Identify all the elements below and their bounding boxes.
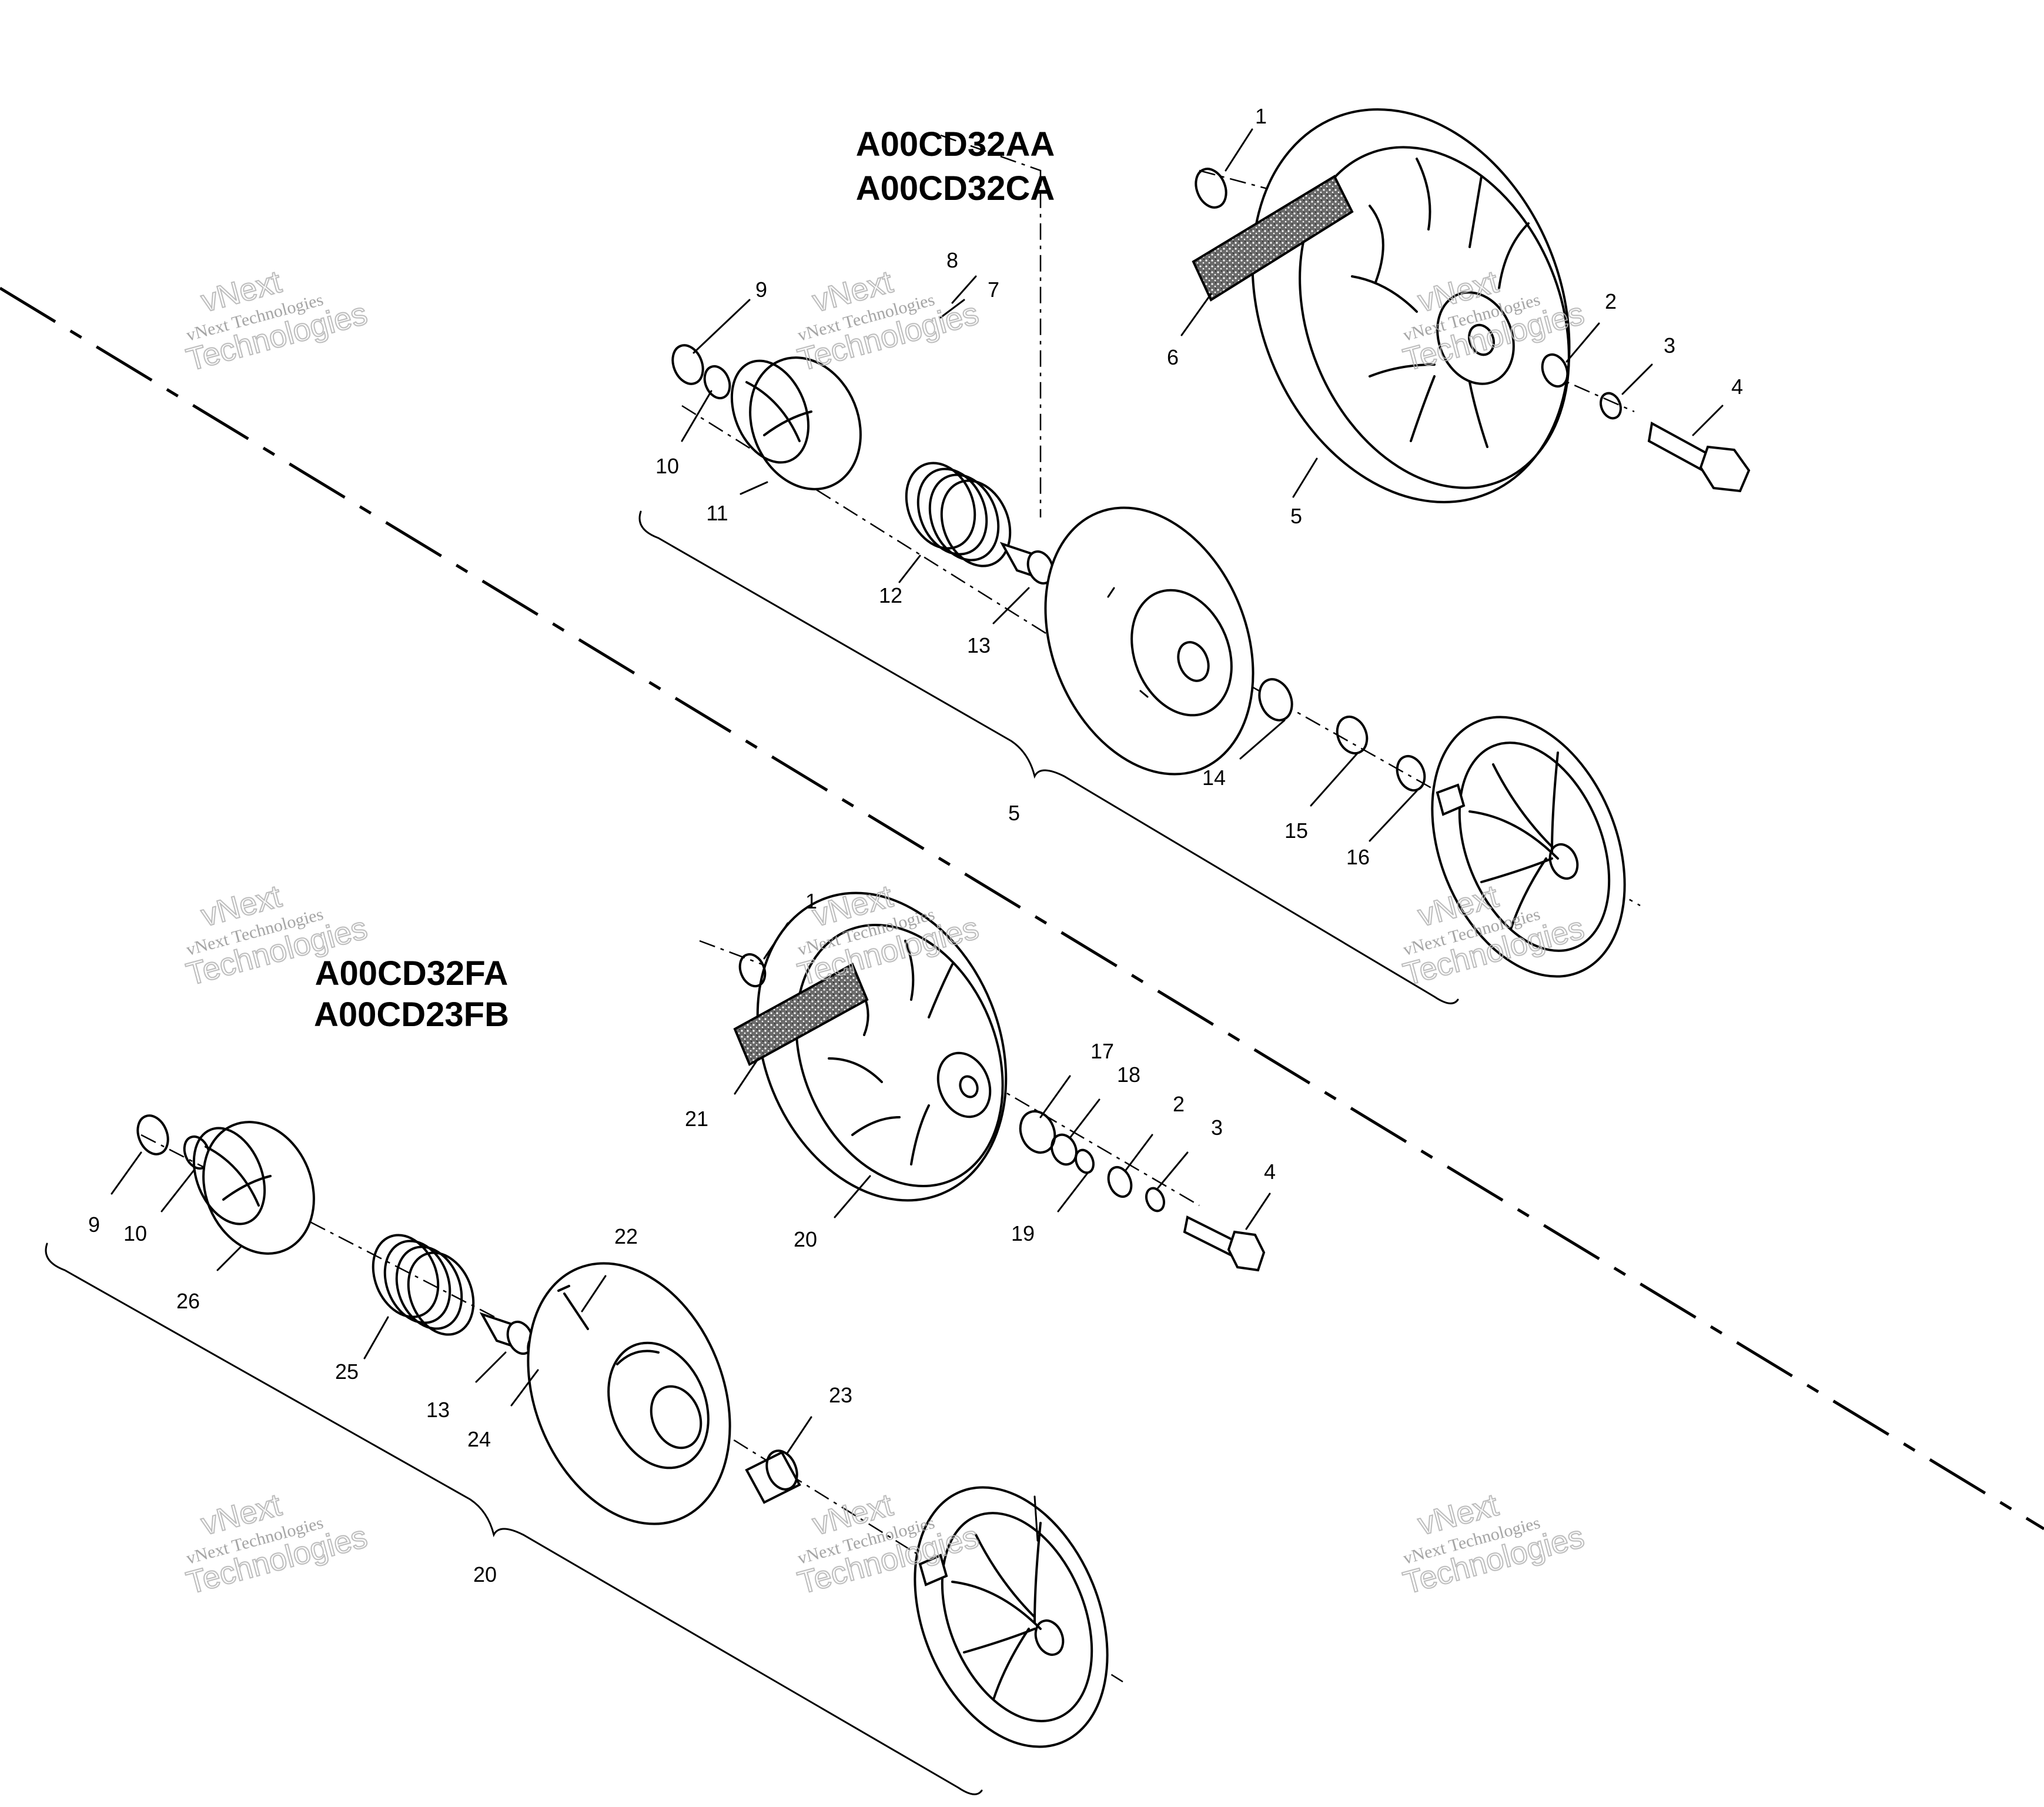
callout: 24 [467, 1427, 491, 1451]
callout: 19 [1011, 1221, 1035, 1245]
callout: 10 [655, 454, 679, 478]
drive-pulley-upper [1192, 108, 1571, 503]
drive-belt-upper [1192, 175, 1354, 302]
callout: 15 [1284, 819, 1308, 843]
callout: 23 [829, 1383, 852, 1407]
callouts-lower: 1 2 3 4 9 10 13 17 18 19 20 21 22 23 24 … [88, 889, 1276, 1586]
drive-pulley-lower [733, 891, 1008, 1202]
callout: 6 [1167, 345, 1179, 369]
callout: 18 [1117, 1063, 1140, 1087]
circlip-9-lower [136, 1114, 169, 1155]
callout: 5 [1290, 504, 1302, 528]
screw-22-lower [557, 1285, 589, 1330]
callout: 14 [1202, 766, 1226, 790]
model-title-lower-1: A00CD32FA [315, 954, 509, 993]
lockwasher-3-lower [1145, 1187, 1165, 1213]
washer-1-upper [1195, 168, 1227, 209]
bushing-14-upper [1258, 678, 1293, 722]
callout: 4 [1264, 1160, 1276, 1184]
callout: 9 [755, 278, 767, 302]
callout: 11 [706, 501, 728, 525]
callout: 13 [967, 633, 991, 657]
callout: 22 [614, 1224, 638, 1248]
upper-assembly [638, 108, 1751, 1004]
leader-lines [111, 128, 1724, 1542]
fixed-sheave-upper [1431, 716, 1626, 978]
callout: 20 [473, 1562, 497, 1586]
watermark: vNext vNext Technologies Technologies [1399, 1487, 1588, 1602]
washer-2-lower [1107, 1165, 1133, 1198]
callout: 3 [1211, 1115, 1223, 1140]
cam-26-lower [192, 1121, 315, 1255]
cam-11-upper [730, 356, 862, 490]
callout: 5 [1008, 801, 1020, 825]
callout: 21 [685, 1107, 708, 1131]
spring-12-upper [905, 462, 1012, 567]
separator-axis [0, 286, 2044, 1531]
bracket-upper [638, 510, 1459, 1004]
sliding-sheave-lower [527, 1262, 731, 1525]
watermark: vNext vNext Technologies Technologies [182, 263, 372, 379]
model-title-upper-2: A00CD32CA [856, 169, 1055, 208]
washer-18-lower [1051, 1133, 1078, 1166]
callout: 17 [1090, 1039, 1114, 1063]
callout: 9 [88, 1213, 100, 1237]
callout: 8 [946, 248, 958, 272]
callout: 1 [805, 889, 817, 913]
washer-19-lower [1075, 1148, 1095, 1174]
upper-centerline-2 [940, 134, 1042, 517]
washer-10-upper [703, 365, 731, 400]
washer-15-upper [1336, 715, 1369, 755]
callout: 3 [1664, 333, 1675, 358]
bushing-23-lower [745, 1449, 801, 1504]
callout: 1 [1255, 104, 1267, 128]
model-title-upper-1: A00CD32AA [856, 125, 1055, 163]
callouts-upper: 1 2 3 4 5 6 7 8 9 10 11 12 13 14 15 16 5 [655, 104, 1743, 869]
watermark: vNext vNext Technologies Technologies [182, 1487, 372, 1602]
circlip-9-upper [671, 344, 704, 385]
callout: 13 [426, 1398, 450, 1422]
callout: 2 [1605, 289, 1617, 313]
washer-16-upper [1396, 754, 1426, 792]
callout: 10 [123, 1221, 147, 1245]
bolt-4-upper [1647, 421, 1751, 493]
model-title-lower-2: A00CD23FB [314, 996, 509, 1034]
bolt-4-lower [1183, 1215, 1266, 1272]
callout: 12 [879, 583, 902, 607]
callout: 16 [1346, 845, 1370, 869]
drive-belt-lower [733, 963, 869, 1066]
lower-assembly [45, 891, 1266, 1795]
callout: 26 [176, 1289, 200, 1313]
washer-1-lower [738, 953, 767, 988]
callout: 4 [1731, 375, 1743, 399]
washer-2-upper [1541, 353, 1569, 388]
spring-25-lower [372, 1234, 475, 1336]
callout: 2 [1173, 1092, 1185, 1116]
bracket-lower [45, 1242, 983, 1795]
lower-centerline [140, 1134, 1123, 1683]
callout: 25 [335, 1360, 359, 1384]
watermarks: vNext vNext Technologies Technologies vN… [182, 263, 1588, 1602]
callout: 7 [988, 278, 999, 302]
callout: 20 [794, 1227, 817, 1251]
lower-centerline-2 [699, 940, 1200, 1207]
washer-17-lower [1019, 1110, 1056, 1154]
fixed-sheave-lower [914, 1486, 1109, 1748]
sliding-sheave-upper [1044, 506, 1254, 776]
lockwasher-3-upper [1600, 392, 1622, 420]
upper-centerline [681, 405, 1106, 672]
